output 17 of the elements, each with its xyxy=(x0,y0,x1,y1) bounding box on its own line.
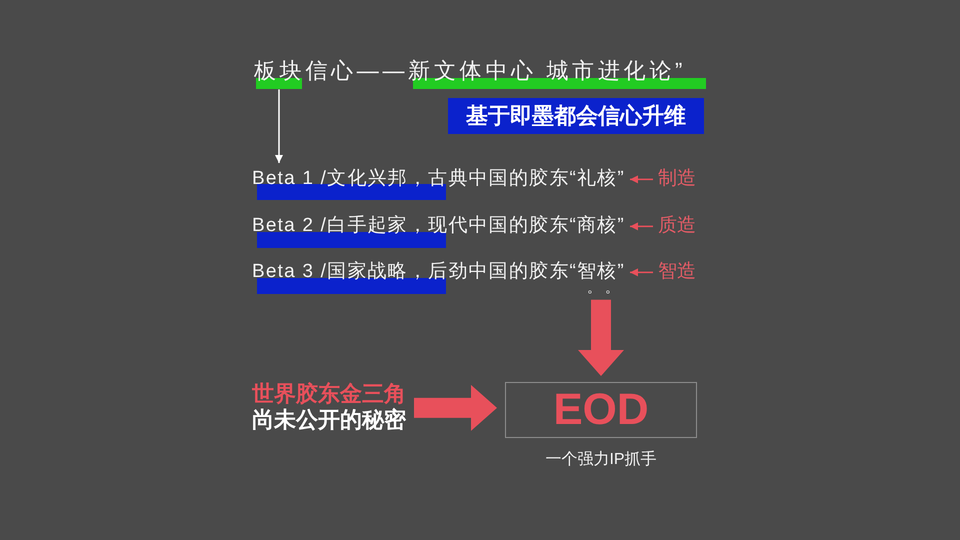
arrow xyxy=(630,268,653,276)
tag-text: 制造 xyxy=(658,168,696,191)
title-banner: 基于即墨都会信心升维 xyxy=(448,98,704,134)
tag-text: 智造 xyxy=(658,261,696,284)
subheading-text: 尚未公开的秘密 xyxy=(252,407,406,434)
arrow xyxy=(630,222,653,230)
list-item-text: Beta 1 /文化兴邦，古典中国的胶东“礼核” xyxy=(252,168,625,191)
outlined-box: EOD xyxy=(505,382,697,438)
block-arrow xyxy=(414,384,497,431)
heading-text: 板块信心——新文体中心 城市进化论” xyxy=(254,58,686,84)
block-arrow xyxy=(578,300,624,376)
highlight-text: 世界胶东金三角 xyxy=(252,381,406,408)
arrow xyxy=(275,89,283,163)
caption-text: 一个强力IP抓手 xyxy=(545,450,657,470)
arrow xyxy=(630,175,653,184)
tag-text: 质造 xyxy=(658,215,696,238)
list-item-text: Beta 2 /白手起家，现代中国的胶东“商核” xyxy=(252,215,625,238)
